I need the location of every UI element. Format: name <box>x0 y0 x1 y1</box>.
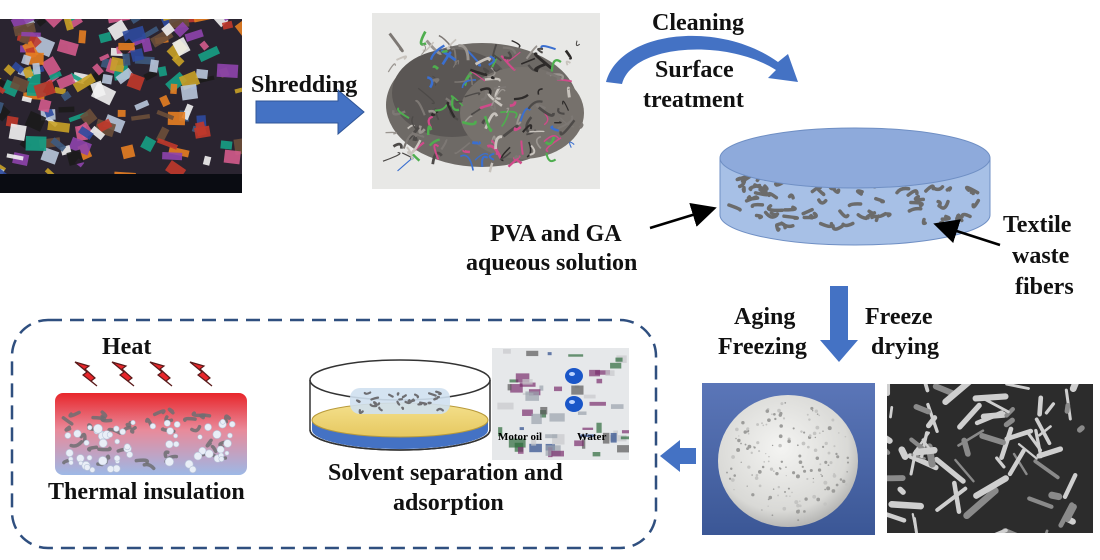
pva-ga-label: PVA and GA <box>490 221 622 247</box>
textile-pointer-arrow <box>933 219 1001 247</box>
shredding-arrow <box>255 88 365 136</box>
left-process-arrow <box>660 440 696 472</box>
thermal-insulation-label: Thermal insulation <box>48 479 245 505</box>
solvent-separation-dish <box>309 359 491 451</box>
water-label: Water <box>577 431 607 443</box>
solvent-separation-label: Solvent separation and <box>328 460 563 486</box>
oil-water-droplet-photo <box>492 348 629 460</box>
treatment-label: treatment <box>643 87 744 113</box>
waste-label: waste <box>1012 243 1070 269</box>
freeze-label: Freeze <box>865 304 933 330</box>
textile-waste-pile-photo <box>0 19 242 193</box>
surface-label: Surface <box>655 57 734 83</box>
shredding-label: Shredding <box>251 72 358 98</box>
down-process-arrow <box>820 286 858 362</box>
heat-arrows <box>74 361 213 387</box>
cleaning-curved-arrow <box>606 35 798 84</box>
cleaning-label: Cleaning <box>652 10 745 36</box>
textile-label: Textile <box>1003 212 1072 238</box>
aging-label: Aging <box>734 304 796 330</box>
applications-dashed-box <box>10 318 658 550</box>
shredded-fibers-photo <box>372 13 600 189</box>
aqueous-solution-label: aqueous solution <box>466 250 638 276</box>
aerogel-disc-photo <box>702 383 875 535</box>
drying-label: drying <box>871 334 940 360</box>
adsorption-label: adsorption <box>393 490 504 516</box>
pva-pointer-arrow <box>649 202 717 230</box>
sem-micrograph <box>887 384 1093 533</box>
thermal-insulation-block <box>55 393 247 475</box>
fiber-dish <box>719 127 991 246</box>
fibers-label: fibers <box>1015 274 1074 300</box>
freezing-label: Freezing <box>718 334 807 360</box>
heat-label: Heat <box>102 334 152 360</box>
motor-oil-label: Motor oil <box>498 431 543 443</box>
